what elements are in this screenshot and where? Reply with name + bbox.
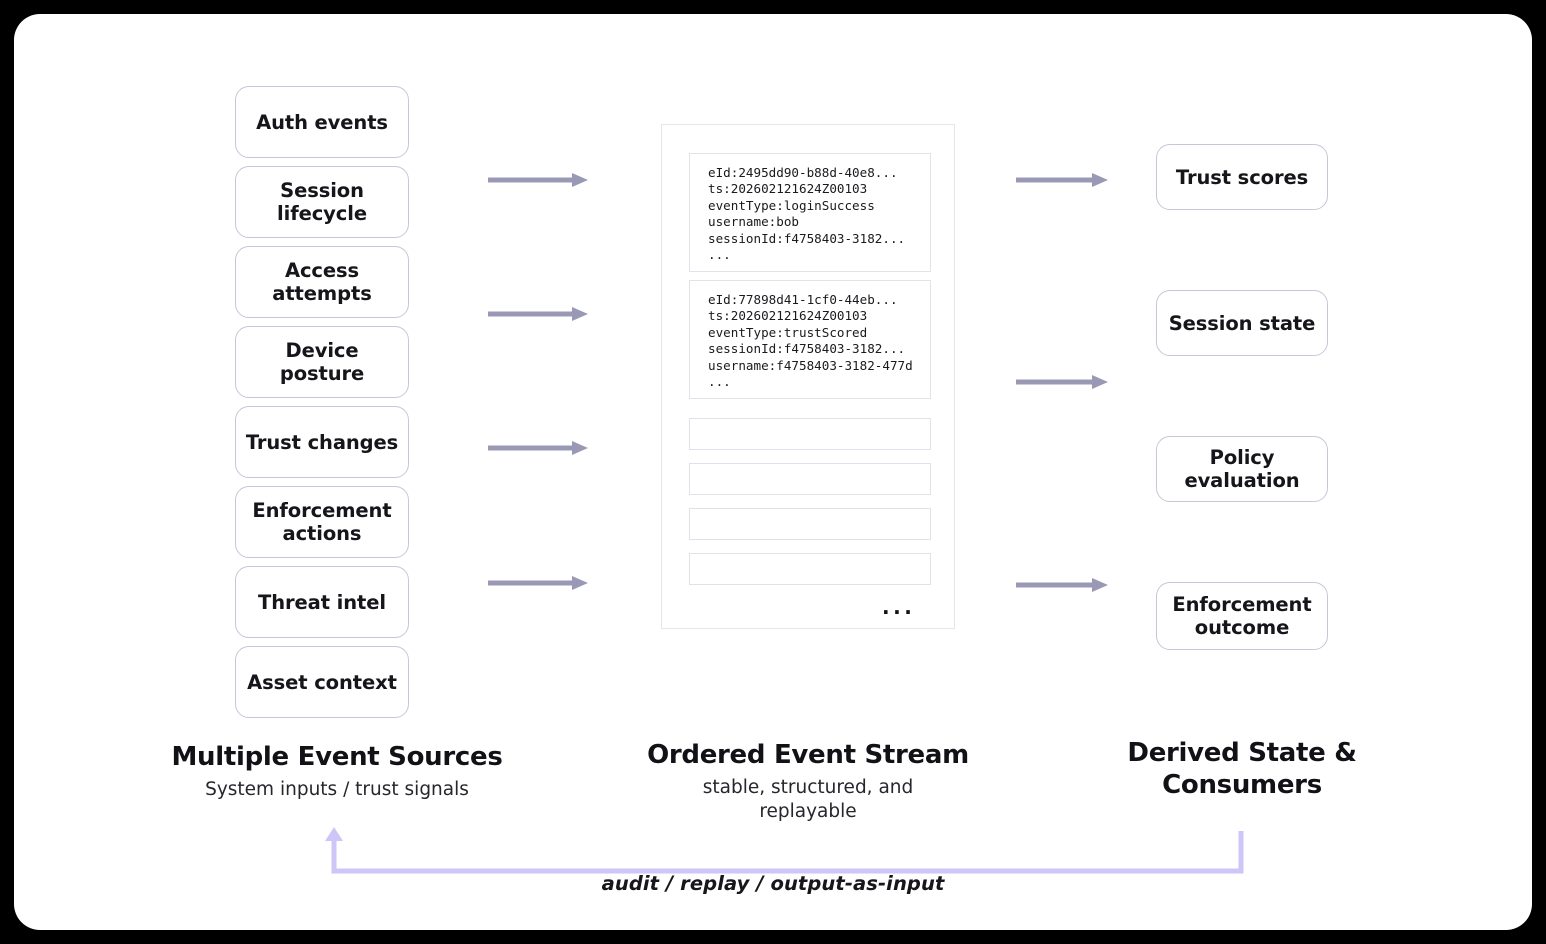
source-label: Session lifecycle [277,179,367,225]
source-label: Device posture [279,339,365,385]
diagram-card: Auth events Session lifecycle Access att… [14,14,1532,930]
consumer-label: Trust scores [1175,165,1309,189]
source-label: Access attempts [272,259,372,305]
stream-column-title: Ordered Event Stream [647,740,969,770]
source-box-auth-events[interactable]: Auth events [235,86,409,158]
source-box-trust-changes[interactable]: Trust changes [235,406,409,478]
consumer-label: Session state [1168,311,1316,335]
feedback-loop-caption: audit / replay / output-as-input [601,872,945,895]
source-box-device-posture[interactable]: Device posture [235,326,409,398]
arrow-stream-to-consumers-2 [1016,375,1108,389]
consumer-box-policy-evaluation[interactable]: Policy evaluation [1156,436,1328,502]
source-label: Threat intel [258,590,386,614]
sources-column-subtitle: System inputs / trust signals [205,779,469,800]
source-label: Enforcement actions [252,499,392,545]
event-stream-panel: eId:2495dd90-b88d-40e8... ts:20260212162… [661,124,955,629]
arrow-sources-to-stream-2 [488,307,588,321]
feedback-loop-arrow [325,827,1244,874]
source-box-access-attempts[interactable]: Access attempts [235,246,409,318]
event-card-text: eId:2495dd90-b88d-40e8... ts:20260212162… [708,165,906,263]
source-box-session-lifecycle[interactable]: Session lifecycle [235,166,409,238]
arrow-sources-to-stream-1 [488,173,588,187]
consumer-label: Enforcement outcome [1172,593,1312,639]
arrow-stream-to-consumers-3 [1016,578,1108,592]
event-card-1[interactable]: eId:2495dd90-b88d-40e8... ts:20260212162… [689,153,931,272]
consumer-label: Policy evaluation [1184,446,1300,492]
consumers-column-title: Derived State & Consumers [1127,738,1357,800]
event-placeholder-row-3[interactable] [689,508,931,540]
source-label: Auth events [256,110,388,134]
consumer-box-trust-scores[interactable]: Trust scores [1156,144,1328,210]
consumer-box-enforcement-outcome[interactable]: Enforcement outcome [1156,582,1328,650]
arrow-sources-to-stream-4 [488,576,588,590]
arrow-sources-to-stream-3 [488,441,588,455]
event-placeholder-row-1[interactable] [689,418,931,450]
source-box-threat-intel[interactable]: Threat intel [235,566,409,638]
event-card-2[interactable]: eId:77898d41-1cf0-44eb... ts:20260212162… [689,280,931,399]
event-placeholder-row-4[interactable] [689,553,931,585]
source-box-asset-context[interactable]: Asset context [235,646,409,718]
sources-column-title: Multiple Event Sources [171,742,503,772]
event-placeholder-row-2[interactable] [689,463,931,495]
source-box-enforcement-actions[interactable]: Enforcement actions [235,486,409,558]
arrow-stream-to-consumers-1 [1016,173,1108,187]
source-label: Trust changes [245,430,399,454]
stream-column-subtitle: stable, structured, and replayable [702,777,914,822]
event-card-text: eId:77898d41-1cf0-44eb... ts:20260212162… [708,292,913,390]
stream-ellipsis: ... [882,595,916,619]
consumer-box-session-state[interactable]: Session state [1156,290,1328,356]
source-label: Asset context [247,670,397,694]
